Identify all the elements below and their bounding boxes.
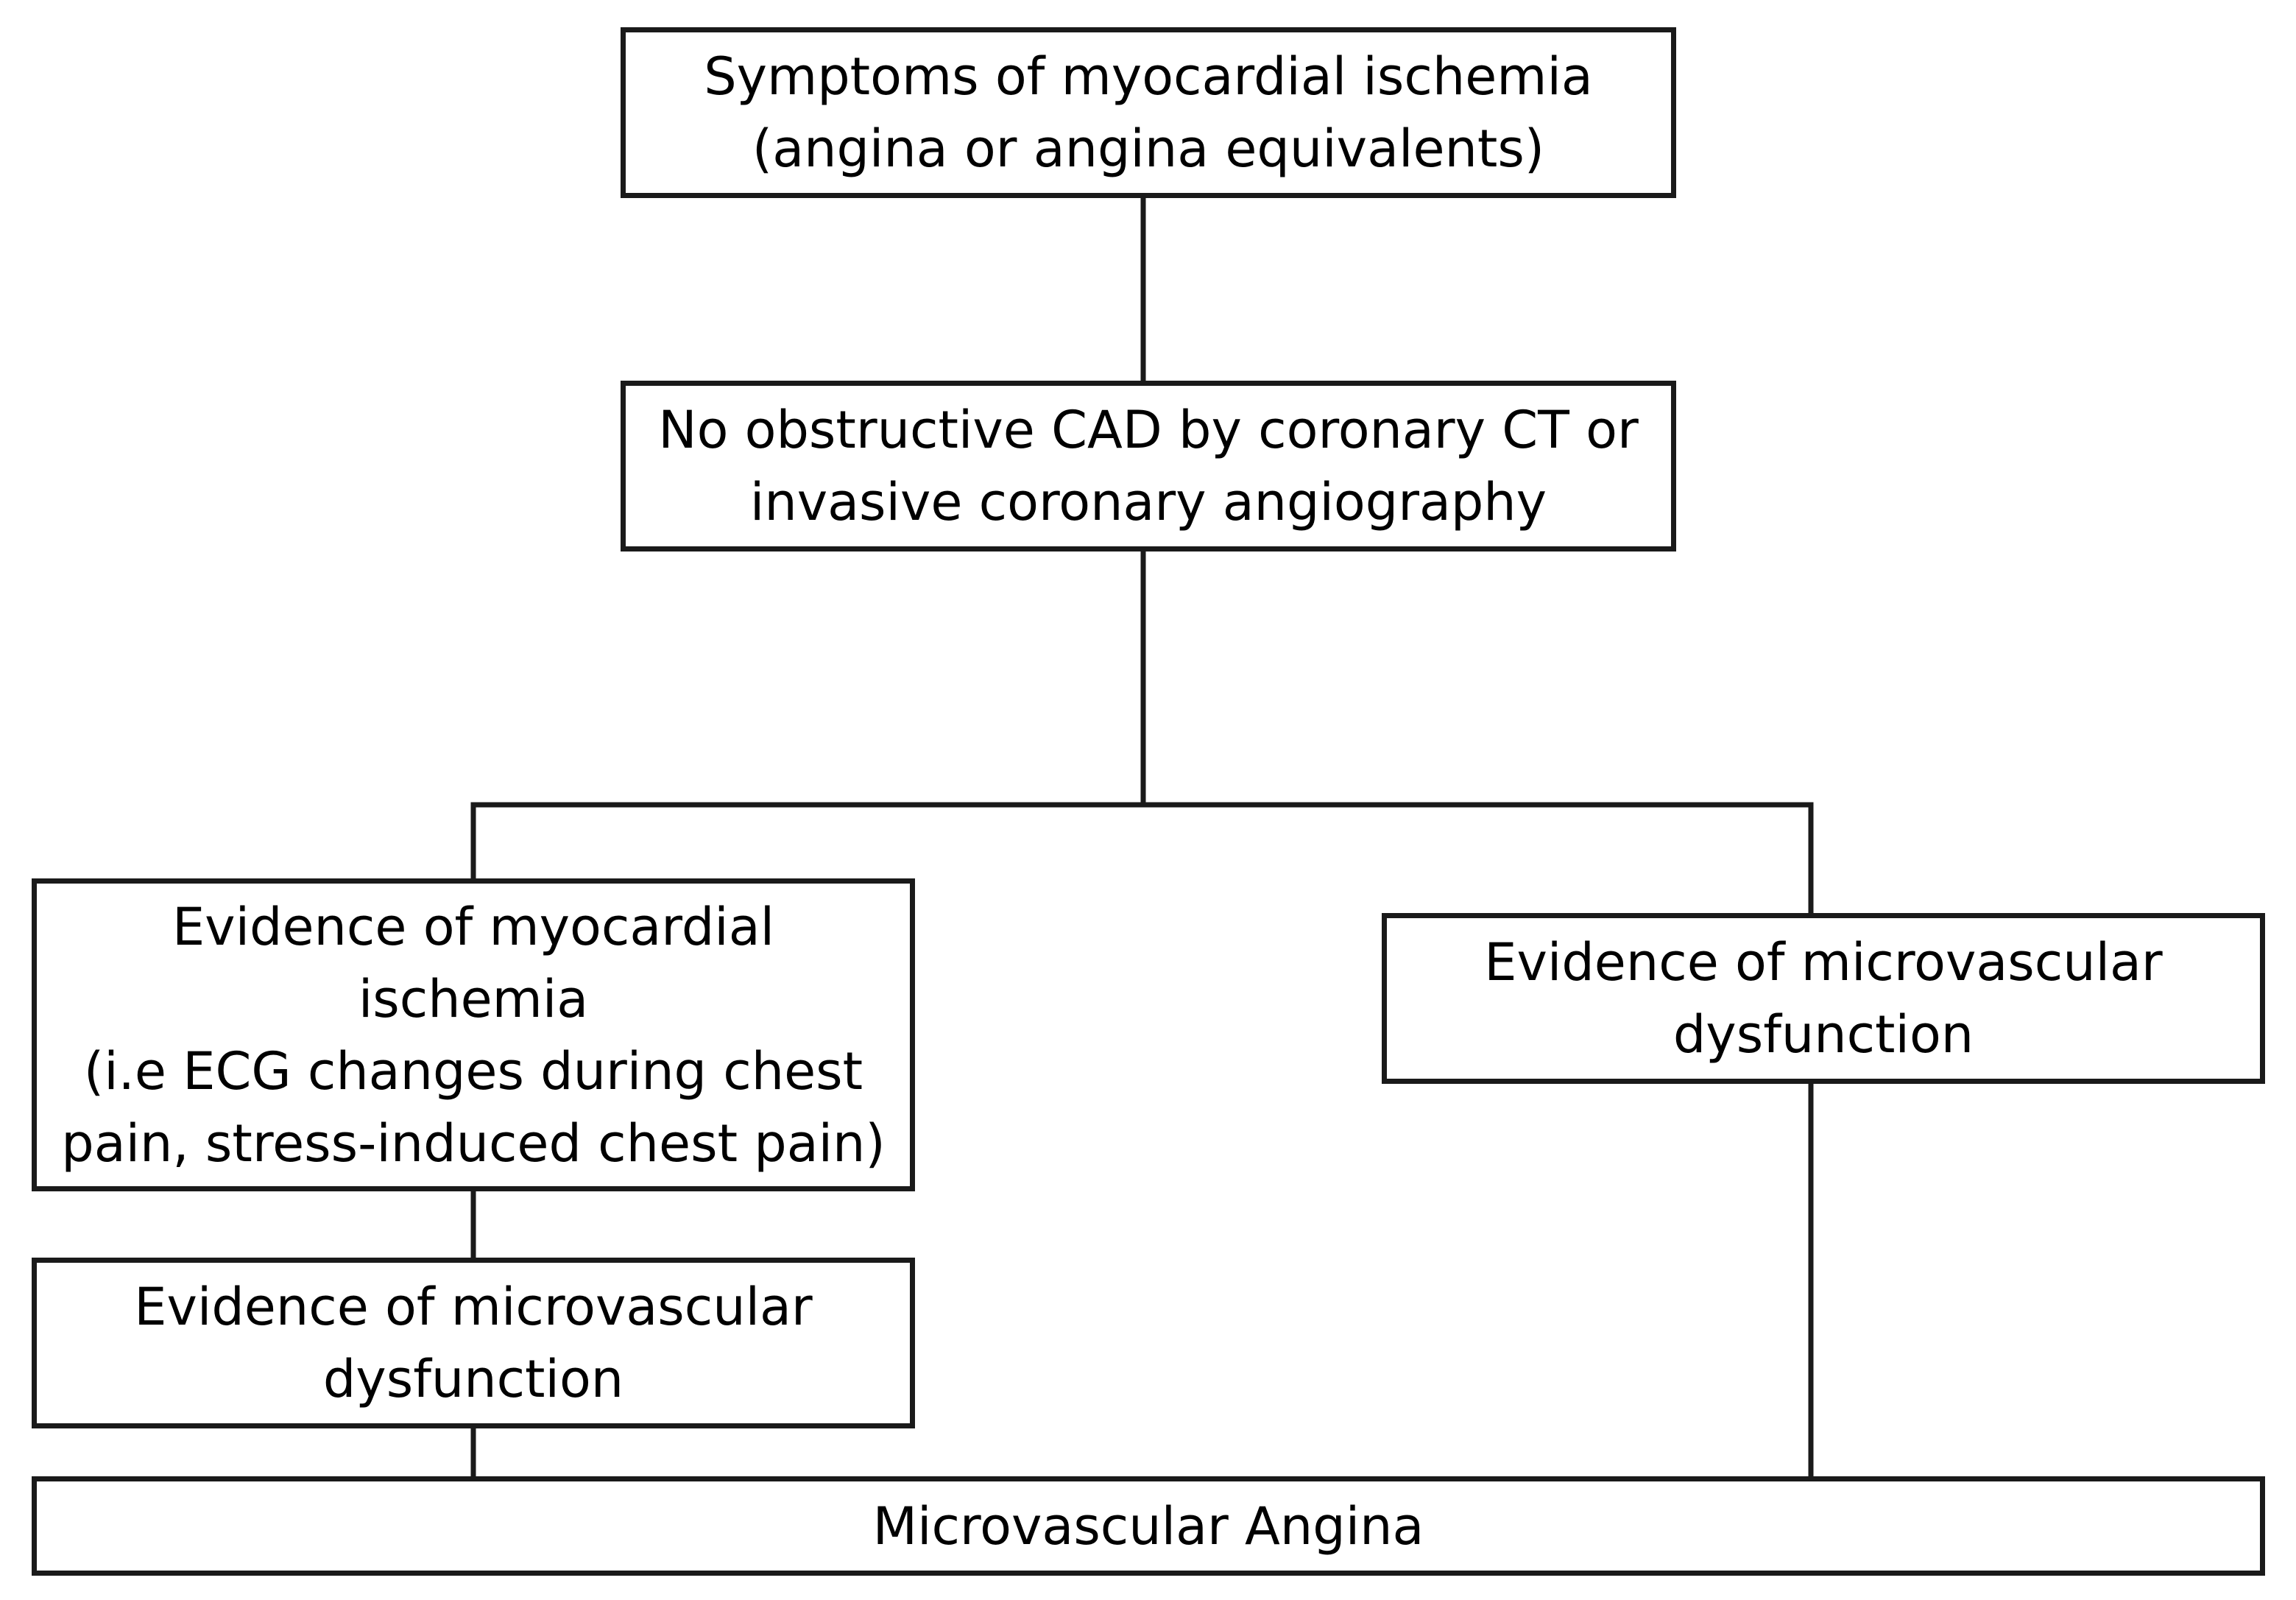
node-text-line: No obstructive CAD by coronary CT or [658,400,1639,460]
node-text-line: pain, stress-induced chest pain) [61,1113,886,1174]
node-text-line: Evidence of myocardial [172,896,775,957]
node-symptoms-of-myocardial-ischemia: Symptoms of myocardial ischemia (angina … [621,27,1676,198]
node-no-obstructive-cad: No obstructive CAD by coronary CT or inv… [621,381,1676,551]
node-text-line: Evidence of microvascular [134,1277,813,1337]
node-text-line: Symptoms of myocardial ischemia [704,46,1593,107]
node-text-line: dysfunction [322,1349,624,1409]
node-evidence-of-myocardial-ischemia: Evidence of myocardial ischemia (i.e ECG… [32,878,915,1191]
node-evidence-of-microvascular-dysfunction-left: Evidence of microvascular dysfunction [32,1258,915,1428]
node-text-line: ischemia [358,968,589,1029]
node-text-line: (angina or angina equivalents) [752,119,1545,179]
node-text-line: Evidence of microvascular [1484,932,2163,993]
node-text-line: Microvascular Angina [872,1495,1424,1557]
node-evidence-of-microvascular-dysfunction-right: Evidence of microvascular dysfunction [1382,913,2265,1084]
node-microvascular-angina: Microvascular Angina [32,1476,2265,1576]
node-text-line: (i.e ECG changes during chest [83,1040,863,1102]
node-text-line: dysfunction [1672,1004,1974,1065]
node-text-line: invasive coronary angiography [749,472,1547,532]
